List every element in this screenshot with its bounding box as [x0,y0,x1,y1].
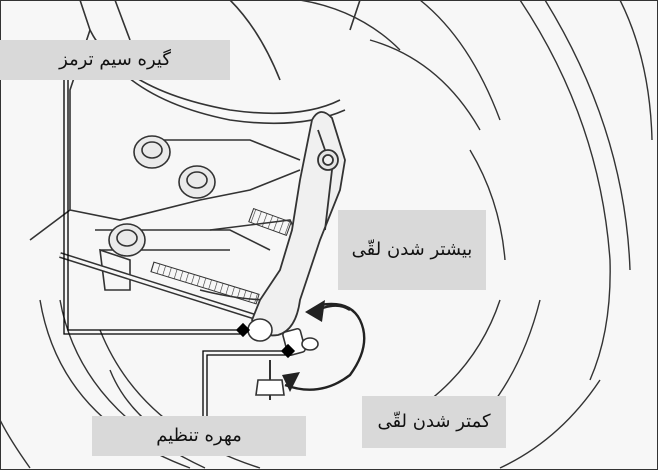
callout-marker-clip [236,323,250,337]
brake-rod [60,255,265,320]
return-spring [249,209,291,236]
callout-lines [64,80,288,416]
brake-cable-clip-label: گیره سیم ترمز [0,40,230,80]
looser-label: بیشتر شدن لقّی [338,210,486,290]
adjusting-nut-label: مهره تنظیم [92,416,306,456]
tighter-label: کمتر شدن لقّی [362,396,506,448]
mounting-bolts [109,136,215,256]
arrow-looser-head [305,300,325,322]
